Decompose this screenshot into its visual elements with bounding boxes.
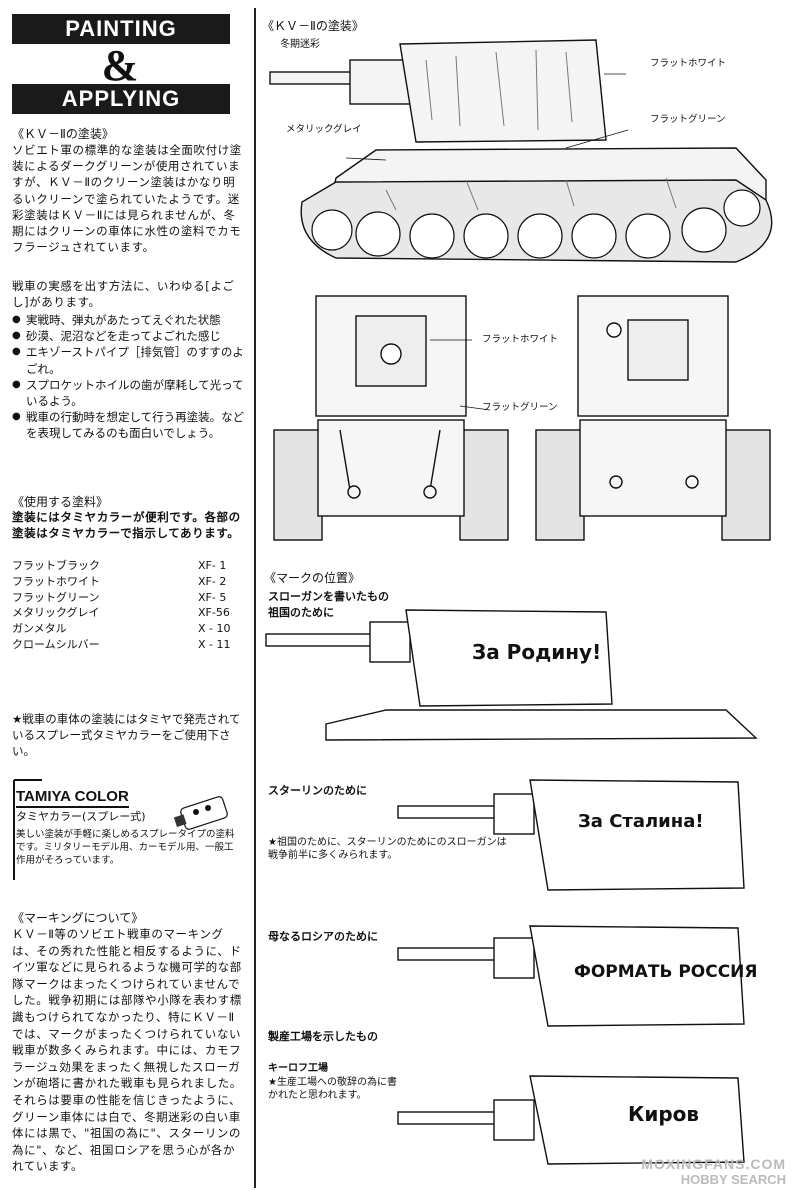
weathering-item: 戦車の行動時を想定して行う再塗装。などを表現してみるのも面白いでしょう。 xyxy=(12,409,248,441)
ampersand-header: & xyxy=(101,41,139,90)
mark-caption-1: スローガンを書いたもの xyxy=(268,590,389,603)
spray-note: ★戦車の車体の塗装にはタミヤで発売されているスプレー式タミヤカラーをご使用下さい… xyxy=(12,712,241,758)
decals-header: APPLYING DECALS xyxy=(12,84,230,141)
slogan-kirov: Киров xyxy=(628,1102,700,1126)
weathering-item: 砂漠、泥沼などを走ってよごれた感じ xyxy=(12,328,248,344)
paint-row: フラットホワイト XF- 2 xyxy=(12,574,242,590)
mark-caption-1b: 祖国のために xyxy=(268,606,334,619)
paint-name: フラットホワイト xyxy=(12,574,100,588)
mark-caption-4b: キーロフ工場 xyxy=(268,1063,328,1074)
road-wheels xyxy=(311,189,761,259)
paint-name: フラットブラック xyxy=(12,559,100,572)
paint-name: メタリックグレイ xyxy=(12,606,100,620)
tamiya-color-box: TAMIYA COLOR タミヤカラー(スプレー式) 美しい塗装が手軽に楽しめる… xyxy=(12,776,244,884)
camouflage-streaks xyxy=(385,49,677,211)
front-view xyxy=(273,295,509,541)
mark-turret-4 xyxy=(397,1075,745,1165)
slogan-mat-rossiya: ФОРМАТЬ РОССИЯ xyxy=(574,962,758,982)
paint-row: クロームシルバー X - 11 xyxy=(12,637,242,653)
callout-flat-white-2: フラットホワイト xyxy=(482,334,559,345)
weathering-item: スプロケットホイルの歯が摩耗して光っているよう。 xyxy=(12,377,248,409)
paint-code: X - 10 xyxy=(198,622,231,636)
paint-code: X - 11 xyxy=(198,637,231,651)
mark-turret-2 xyxy=(397,779,745,891)
mark-caption-4: 製産工場を示したもの xyxy=(268,1030,378,1043)
tamiya-color-desc: 美しい塗装が手軽に楽しめるスプレータイプの塗料です。ミリタリーモデル用、カーモデ… xyxy=(16,829,235,866)
weathering-list: 実戦時、弾丸があたってえぐれた状態 砂漠、泥沼などを走ってよごれた感じ エキゾー… xyxy=(12,312,248,442)
paints-title: 《使用する塗料》 xyxy=(12,495,109,509)
left-column: PAINTING & APPLYING DECALS 《ＫＶ－Ⅱの塗装》 ソビエ… xyxy=(0,0,258,1200)
callout-flat-white: フラットホワイト xyxy=(650,58,727,69)
kv2-painting-body: ソビエト軍の標準的な塗装は全面吹付け塗装によるダークグリーンが使用されていますが… xyxy=(12,143,242,255)
callout-metallic-grey: メタリックグレイ xyxy=(286,124,362,135)
column-divider xyxy=(254,8,256,1188)
marking-title: 《マーキングについて》 xyxy=(12,911,144,925)
gun-barrel xyxy=(269,71,355,85)
kv2-painting-title: 《ＫＶ－Ⅱの塗装》 xyxy=(12,127,114,141)
mark-note-2: ★祖国のために、スターリンのためにのスローガンは戦争前半に多くみられます。 xyxy=(268,837,507,861)
mark-turret-3 xyxy=(397,925,745,1027)
mark-caption-3: 母なるロシアのために xyxy=(268,930,378,943)
mark-caption-2: スターリンのために xyxy=(268,784,367,797)
kv2-diagram-title: 《ＫＶ－Ⅱの塗装》 xyxy=(262,19,364,33)
paint-code: XF- 2 xyxy=(198,574,227,588)
kv2-side-view xyxy=(269,39,773,263)
paint-row: ガンメタル X - 10 xyxy=(12,621,242,637)
mark-note-4: ★生産工場への敬辞の為に書かれたと思われます。 xyxy=(268,1077,397,1101)
paint-code: XF- 5 xyxy=(198,590,227,604)
mark-turret-1 xyxy=(265,609,758,741)
kv2-front-rear-views xyxy=(273,295,771,541)
callout-lines-2 xyxy=(430,339,491,411)
callout-flat-green-2: フラットグリーン xyxy=(482,402,558,413)
paints-intro: 塗装にはタミヤカラーが便利です。各部の塗装はタミヤカラーで指示してあります。 xyxy=(12,510,241,541)
paint-table: フラットブラック XF- 1 フラットホワイト XF- 2 フラットグリーン XF- … xyxy=(12,558,242,653)
paint-code: XF- 1 xyxy=(198,559,227,572)
paint-row: メタリックグレイ XF-56 xyxy=(12,605,242,621)
weathering-item: 実戦時、弾丸があたってえぐれた状態 xyxy=(12,312,248,328)
painting-header: PAINTING xyxy=(12,14,230,44)
spray-can-icon xyxy=(173,796,228,830)
tamiya-box-frame xyxy=(13,779,228,880)
paint-name: フラットグリーン xyxy=(12,590,100,604)
weathering-intro: 戦車の実感を出す方法に、いわゆる[よごし]があります。 xyxy=(12,279,235,310)
callout-flat-green: フラットグリーン xyxy=(650,114,726,125)
paint-name: ガンメタル xyxy=(12,622,67,636)
slogan-za-stalina: За Сталина! xyxy=(578,811,704,832)
winter-camo-label: 冬期迷彩 xyxy=(280,39,320,50)
paint-code: XF-56 xyxy=(198,606,230,620)
paint-name: クロームシルバー xyxy=(12,637,100,651)
rear-view xyxy=(535,295,771,541)
paint-row: フラットグリーン XF- 5 xyxy=(12,590,242,606)
right-column: 《ＫＶ－Ⅱの塗装》 冬期迷彩 フラットホワイト フラットグリーン メタリックグレ… xyxy=(262,0,796,1200)
watermark: MOXINGFANS.COM HOBBY SEARCH xyxy=(641,1156,786,1187)
paint-row: フラットブラック XF- 1 xyxy=(12,558,242,574)
callout-lines xyxy=(345,73,629,161)
marking-body: ＫＶ－Ⅱ等のソビエト戦車のマーキングは、その秀れた性能と相反するように、ドイツ軍… xyxy=(12,927,242,1174)
watermark-line-2: HOBBY SEARCH xyxy=(680,1172,786,1187)
tamiya-color-subtitle: タミヤカラー(スプレー式) xyxy=(16,810,146,823)
watermark-line-1: MOXINGFANS.COM xyxy=(641,1156,786,1172)
turret xyxy=(399,39,607,143)
slogan-za-rodinu: За Родину! xyxy=(472,640,602,664)
marks-title: 《マークの位置》 xyxy=(264,571,361,585)
weathering-item: エキゾーストパイプ［排気管］のすすのよごれ。 xyxy=(12,344,248,376)
tamiya-color-title: TAMIYA COLOR xyxy=(16,788,129,808)
